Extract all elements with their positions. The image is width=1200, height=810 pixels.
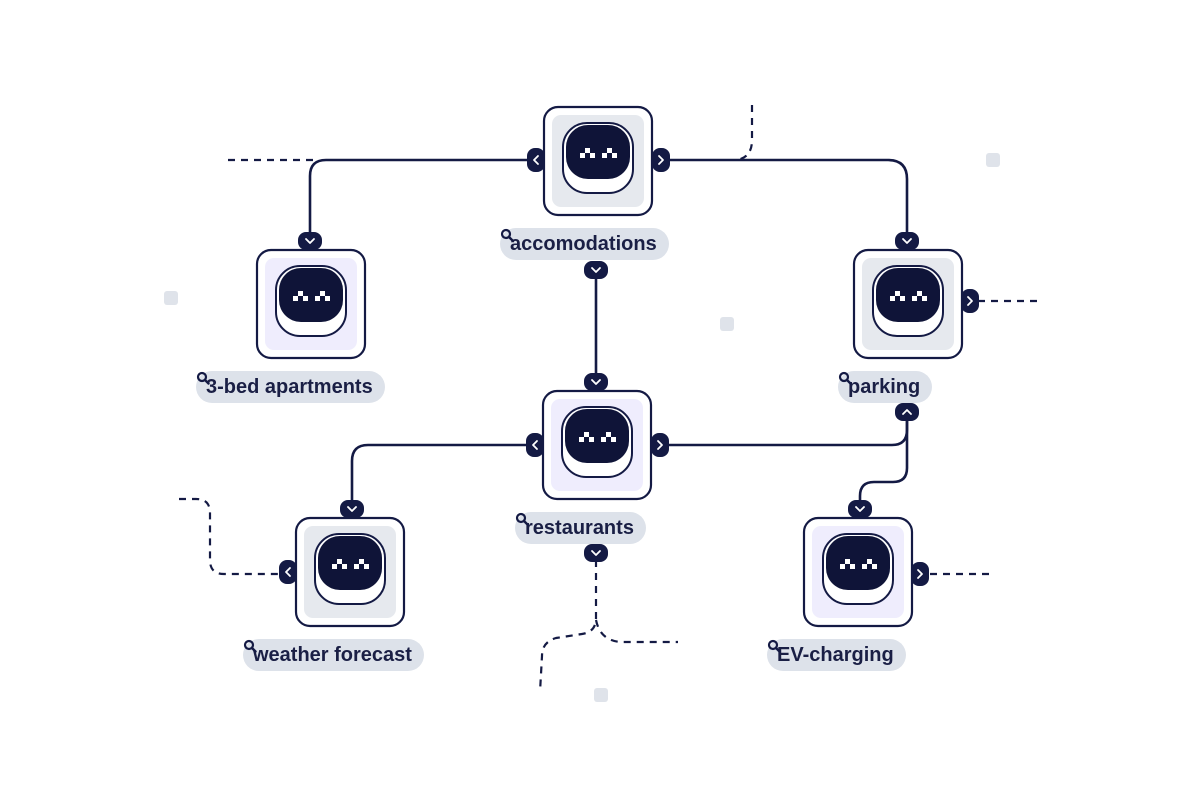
chevron-down-icon [305,238,315,244]
node-parking[interactable] [852,248,964,360]
node-label-text: weather forecast [253,643,412,666]
decor-square [986,153,1000,167]
robot-face [876,268,940,322]
robot-face-icon [275,265,347,337]
robot-eye [354,559,369,569]
chevron-up-icon [902,409,912,415]
chevron-right-icon [657,440,663,450]
node-label-text: accomodations [510,232,657,255]
port-weather-top[interactable] [340,500,364,518]
robot-eye [602,148,617,158]
chevron-right-icon [917,569,923,579]
chevron-down-icon [591,267,601,273]
node-label-text: EV-charging [777,643,894,666]
node-label-weather[interactable]: weather forecast [243,639,424,671]
port-parking-bottom[interactable] [895,403,919,421]
node-weather[interactable] [294,516,406,628]
decor-square [594,688,608,702]
robot-face-icon [562,122,634,194]
robot-eye [293,291,308,301]
port-accomodations-bottom[interactable] [584,261,608,279]
search-icon [196,371,210,385]
robot-face-icon [314,533,386,605]
chevron-left-icon [533,155,539,165]
search-icon [838,371,852,385]
dashed-connector [538,560,598,693]
chevron-right-icon [658,155,664,165]
port-restaurants-left[interactable] [526,433,544,457]
robot-face [566,125,630,179]
node-label-accomodations[interactable]: accomodations [500,228,669,260]
dashed-connector [735,105,754,162]
port-restaurants-top[interactable] [584,373,608,391]
robot-eye [862,559,877,569]
chevron-down-icon [902,238,912,244]
robot-face [565,409,629,463]
search-icon [500,228,514,242]
robot-face-icon [872,265,944,337]
robot-face [826,536,890,590]
edge-accomodations-apartments [308,158,530,243]
robot-face [318,536,382,590]
search-icon [767,639,781,653]
node-accomodations[interactable] [542,105,654,217]
node-label-apartments[interactable]: 3-bed apartments [196,371,385,403]
edge-restaurants-weather [350,443,529,510]
robot-eye [890,291,905,301]
port-accomodations-left[interactable] [527,148,545,172]
robot-eye [332,559,347,569]
chevron-right-icon [967,296,973,306]
port-ev-right[interactable] [911,562,929,586]
edge-restaurants-parking [665,418,909,447]
robot-eye [601,432,616,442]
port-weather-left[interactable] [279,560,297,584]
nodes [255,105,964,628]
node-label-text: 3-bed apartments [206,375,373,398]
chevron-left-icon [532,440,538,450]
port-apartments-top[interactable] [298,232,322,250]
decor-square [720,317,734,331]
robot-eye [580,148,595,158]
decor-square [164,291,178,305]
chevron-down-icon [855,506,865,512]
robot-face [279,268,343,322]
port-restaurants-right[interactable] [651,433,669,457]
robot-eye [579,432,594,442]
dashed-connector [179,497,280,576]
port-accomodations-right[interactable] [652,148,670,172]
port-ev-top[interactable] [848,500,872,518]
node-label-restaurants[interactable]: restaurants [515,512,646,544]
node-label-text: restaurants [525,516,634,539]
node-label-ev[interactable]: EV-charging [767,639,906,671]
chevron-down-icon [591,379,601,385]
robot-eye [315,291,330,301]
robot-eye [912,291,927,301]
chevron-down-icon [347,506,357,512]
chevron-left-icon [285,567,291,577]
port-parking-top[interactable] [895,232,919,250]
ports [279,148,979,586]
node-apartments[interactable] [255,248,367,360]
edge-parking-ev [858,418,909,510]
dashed-connector [594,619,678,644]
search-icon [243,639,257,653]
robot-face-icon [822,533,894,605]
node-label-text: parking [848,375,921,398]
node-label-parking[interactable]: parking [838,371,933,403]
robot-face-icon [561,406,633,478]
edges [308,158,909,510]
node-ev[interactable] [802,516,914,628]
chevron-down-icon [591,550,601,556]
dashed-connectors [179,105,1040,693]
decor-squares [164,153,1000,702]
search-icon [515,512,529,526]
robot-eye [840,559,855,569]
edge-accomodations-parking [666,158,909,243]
port-parking-right[interactable] [961,289,979,313]
port-restaurants-bottom[interactable] [584,544,608,562]
node-restaurants[interactable] [541,389,653,501]
